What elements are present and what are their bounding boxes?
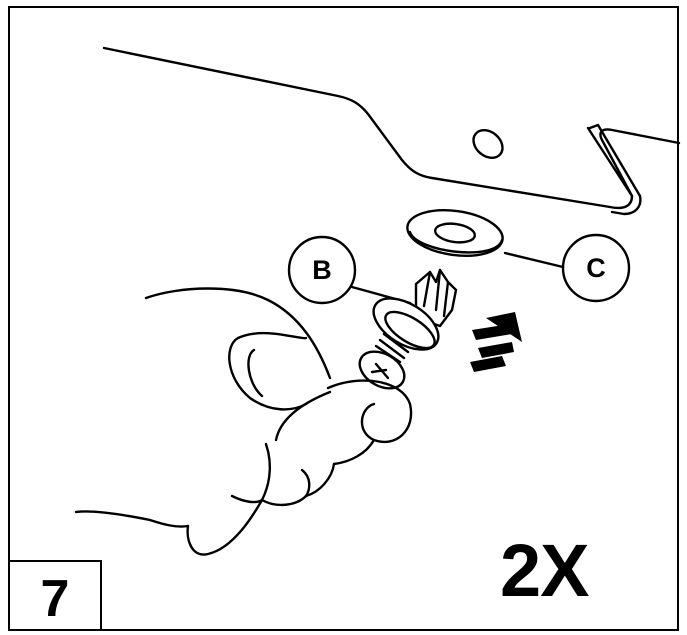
quantity-label: 2X xyxy=(500,529,590,612)
step-number-box: 7 xyxy=(8,560,102,631)
step-number: 7 xyxy=(40,570,70,628)
callout-label-b: B xyxy=(312,255,332,285)
callout-label-c: C xyxy=(586,253,606,283)
push-rivet-screw xyxy=(358,268,458,390)
dashed-up-arrow-icon xyxy=(470,312,522,372)
callout-c xyxy=(503,233,631,303)
panel-hole xyxy=(472,129,504,159)
hand-illustration xyxy=(74,287,413,556)
panel-border xyxy=(8,6,679,631)
washer-grommet xyxy=(406,209,504,257)
panel-part xyxy=(102,46,681,216)
